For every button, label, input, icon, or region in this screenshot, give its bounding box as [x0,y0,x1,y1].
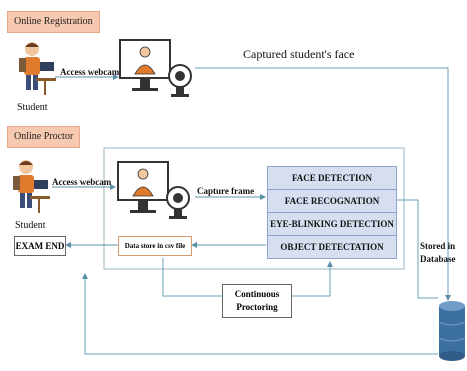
module-face-detection: FACE DETECTION [267,166,397,190]
proc-student-label: Student [15,220,46,231]
data-store-box: Data store in csv file [118,236,192,256]
stored-arrow [396,199,438,299]
database-icon [438,301,466,361]
return-arrow [82,273,438,355]
loop-right [292,261,333,297]
reg-student-label: Student [17,102,48,113]
module-object-detection: OBJECT DETECTATION [267,235,397,259]
proctor-tag: Online Proctor [7,126,81,148]
captured-label: Captured student's face [243,47,355,61]
monitor-icon [117,161,190,219]
reg-access-label: Access webcam [60,67,120,77]
proc-access-label: Access webcam [52,177,112,187]
monitor-icon [119,39,192,97]
exam-end-box: EXAM END [14,236,66,256]
proctor-container [103,147,405,270]
loop-left [162,258,222,297]
reg-captured-arrow [195,67,451,301]
continuous-proctoring-box: Continuous Proctoring [222,284,292,318]
module-eye-blinking: EYE-BLINKING DETECTION [267,212,397,236]
stored-label: Stored in Database [420,241,456,264]
student-icon [19,42,56,95]
registration-tag: Online Registration [7,11,100,33]
student-icon [13,160,50,213]
module-face-recognition: FACE RECOGNATION [267,189,397,213]
capture-label: Capture frame [197,186,255,196]
